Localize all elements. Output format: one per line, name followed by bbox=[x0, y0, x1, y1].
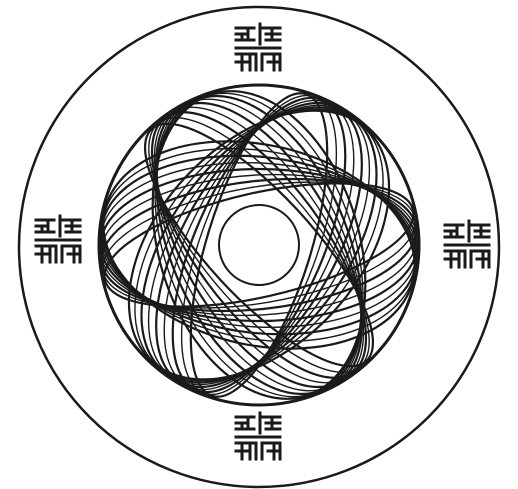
meander-glyph-icon bbox=[236, 24, 280, 70]
center-hole bbox=[219, 205, 299, 285]
meander-glyph-icon bbox=[36, 216, 80, 262]
meander-glyph-icon bbox=[445, 221, 489, 267]
meander-glyph-icon bbox=[236, 413, 280, 459]
